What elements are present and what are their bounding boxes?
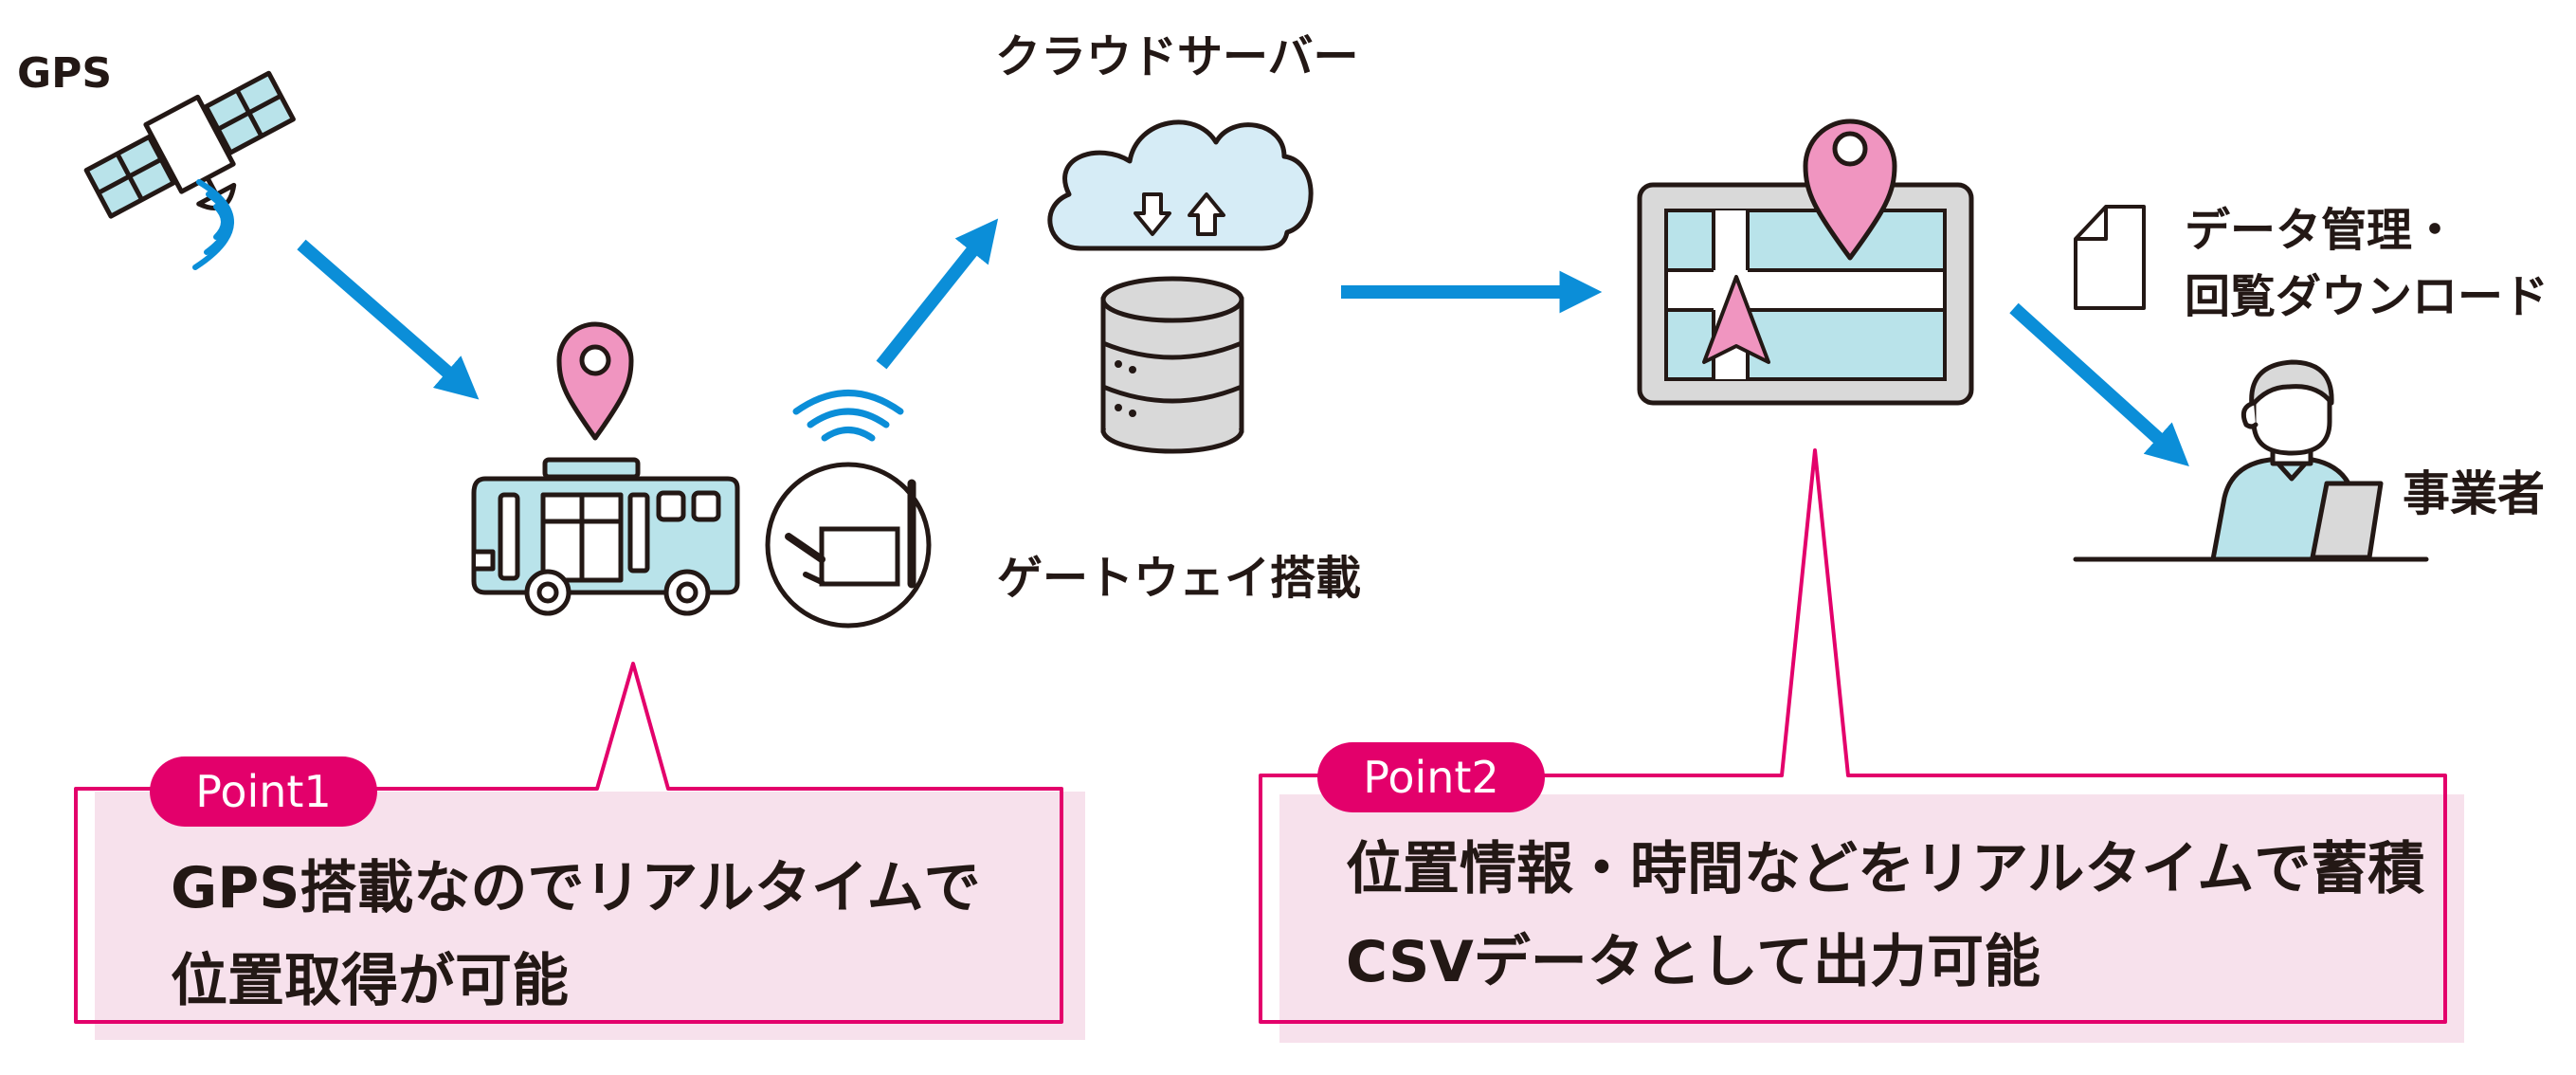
database-icon	[1100, 276, 1244, 454]
cloud-icon	[1047, 119, 1314, 251]
point1-line2: 位置取得が可能	[171, 948, 569, 1014]
point2-line1: 位置情報・時間などをリアルタイムで蓄積	[1346, 836, 2425, 902]
person-laptop-icon	[2073, 359, 2429, 562]
point2-text: 位置情報・時間などをリアルタイムで蓄積 CSVデータとして出力可能	[1346, 823, 2424, 1009]
arrow-gateway-to-cloud	[876, 218, 999, 370]
gps-label: GPS	[17, 49, 113, 98]
point2-line2: CSVデータとして出力可能	[1346, 929, 2041, 995]
upload-arrow-icon	[1188, 192, 1225, 236]
point1-line1: GPS搭載なのでリアルタイムで	[171, 855, 981, 921]
point1-badge: Point1	[150, 756, 377, 827]
cloud-server-label: クラウドサーバー	[995, 30, 1359, 83]
gateway-router-icon	[765, 390, 932, 629]
tablet-map-icon	[1637, 118, 1974, 406]
map-pin-icon	[1803, 118, 1897, 261]
point2-badge: Point2	[1317, 742, 1545, 812]
satellite-icon	[83, 70, 296, 219]
callout-point2	[1259, 448, 2464, 1043]
data-management-label: データ管理・ 回覧ダウンロード	[2185, 197, 2549, 330]
callout-point1	[74, 662, 1085, 1040]
operator-label: 事業者	[2403, 466, 2545, 521]
download-arrow-icon	[1134, 192, 1171, 236]
gateway-label: ゲートウェイ搭載	[997, 552, 1362, 605]
point1-text: GPS搭載なのでリアルタイムで 位置取得が可能	[171, 842, 981, 1028]
navigation-arrow-icon	[1702, 275, 1770, 364]
bus-icon	[471, 457, 740, 616]
document-icon	[2074, 205, 2146, 310]
flow-arrows	[297, 218, 2189, 467]
arrow-tablet-to-operator	[2009, 302, 2189, 467]
data-management-line1: データ管理・	[2185, 204, 2458, 257]
arrow-satellite-to-bus	[297, 239, 480, 400]
map-pin-icon	[556, 321, 634, 441]
satellite-signal-icon	[192, 179, 234, 270]
data-management-line2: 回覧ダウンロード	[2185, 270, 2549, 323]
